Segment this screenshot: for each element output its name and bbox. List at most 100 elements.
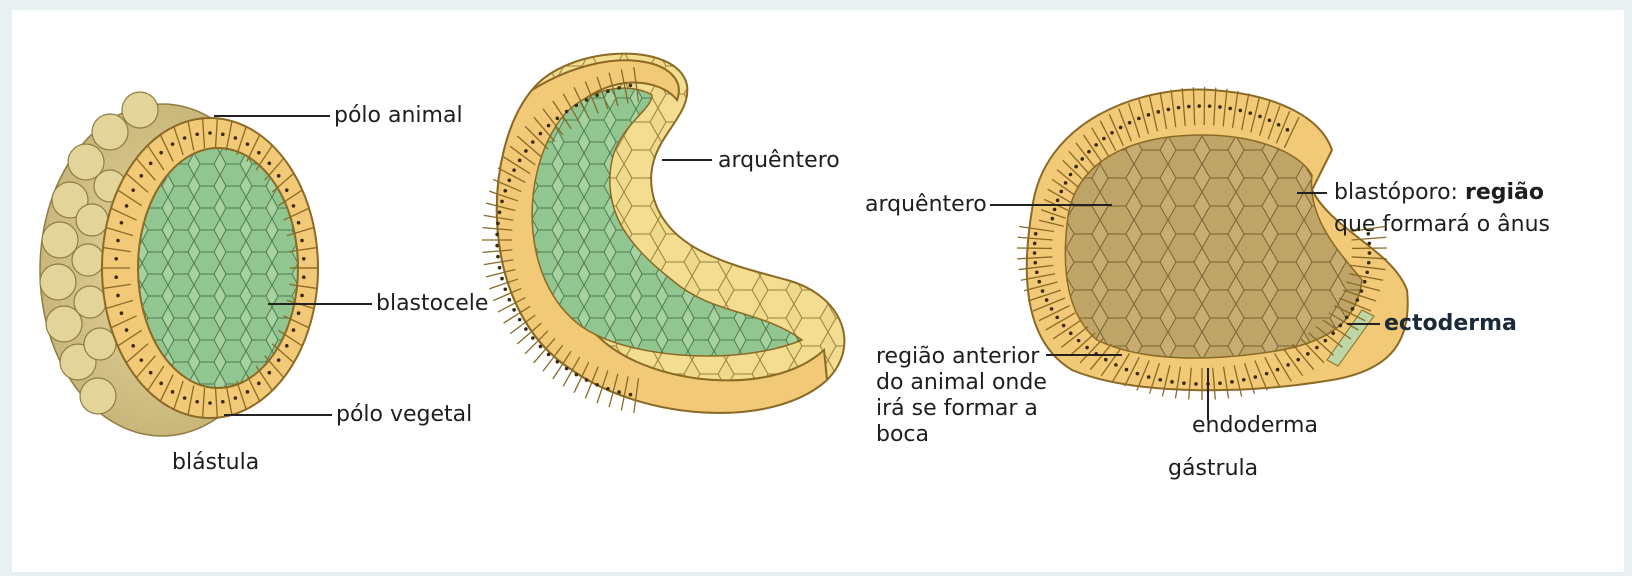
cell-nucleus (268, 161, 272, 165)
cell-nucleus (512, 308, 516, 312)
cell-nucleus (114, 275, 118, 279)
cell-nucleus (585, 98, 589, 102)
cell-nucleus (1158, 378, 1162, 382)
cell-nucleus (617, 86, 621, 90)
cell-nucleus (1365, 270, 1369, 274)
cell-nucleus (606, 89, 610, 93)
cell-nucleus (1137, 117, 1141, 121)
cell-nucleus (1033, 242, 1037, 246)
cell-nucleus (297, 221, 301, 225)
cell-nucleus (518, 159, 522, 163)
cell-nucleus (1064, 181, 1068, 185)
caption-gastrula: gástrula (1168, 456, 1258, 482)
cell-nucleus (1277, 123, 1281, 127)
label-arquentero-gastrula: arquêntero (865, 192, 987, 218)
cell-nucleus (1254, 375, 1258, 379)
cell-nucleus (1094, 143, 1098, 147)
cell-nucleus (1218, 105, 1222, 109)
cell-nucleus (500, 200, 504, 204)
cell-nucleus (1367, 261, 1371, 265)
cell-nucleus (246, 390, 250, 394)
cell-nucleus (539, 345, 543, 349)
label-polo-animal: pólo animal (334, 103, 463, 129)
cell-nucleus (547, 124, 551, 128)
cell-nucleus (503, 287, 507, 291)
cell-nucleus (140, 174, 144, 178)
cell-nucleus (1276, 368, 1280, 372)
cell-nucleus (1197, 104, 1201, 108)
cell-nucleus (221, 132, 225, 136)
cell-nucleus (1239, 109, 1243, 113)
cell-nucleus (277, 358, 281, 362)
cell-nucleus (246, 142, 250, 146)
cell-nucleus (1056, 199, 1060, 203)
cell-nucleus (171, 142, 175, 146)
cell-nucleus (285, 188, 289, 192)
cell-nucleus (1147, 375, 1151, 379)
cell-nucleus (496, 255, 500, 259)
cell-nucleus (575, 373, 579, 377)
caption-blastula: blástula (172, 450, 259, 476)
cell-nucleus (1331, 332, 1335, 336)
cell-nucleus (140, 358, 144, 362)
label-blastoporo-a: blastóporo: (1334, 180, 1465, 205)
label-endoderma: endoderma (1192, 413, 1318, 439)
cell-nucleus (518, 318, 522, 322)
cell-nucleus (1218, 381, 1222, 385)
cell-nucleus (1102, 137, 1106, 141)
cell-nucleus (159, 382, 163, 386)
cell-nucleus (1345, 316, 1349, 320)
label-blastoporo-b: região (1465, 180, 1544, 205)
cell-nucleus (1147, 113, 1151, 117)
cell-nucleus (531, 140, 535, 144)
cell-nucleus (183, 136, 187, 140)
cell-nucleus (277, 174, 281, 178)
blastula-drawing (40, 92, 318, 436)
cell-nucleus (524, 149, 528, 153)
cell-nucleus (1053, 208, 1057, 212)
label-polo-vegetal: pólo vegetal (336, 402, 472, 428)
cell-nucleus (496, 222, 500, 226)
cell-nucleus (1265, 372, 1269, 376)
cell-nucleus (149, 371, 153, 375)
cell-nucleus (1033, 251, 1037, 255)
cell-nucleus (1136, 372, 1140, 376)
cell-nucleus (171, 390, 175, 394)
cell-nucleus (1363, 280, 1367, 284)
cell-nucleus (498, 266, 502, 270)
cell-nucleus (503, 189, 507, 193)
cell-nucleus (1286, 128, 1290, 132)
cell-nucleus (257, 151, 261, 155)
embryo-illustration (12, 10, 1624, 572)
cell-nucleus (116, 239, 120, 243)
label-blastocele: blastocele (376, 291, 488, 317)
cell-nucleus (1339, 324, 1343, 328)
cell-nucleus (1059, 190, 1063, 194)
cell-nucleus (1077, 339, 1081, 343)
cell-nucleus (1182, 381, 1186, 385)
cell-nucleus (159, 151, 163, 155)
cell-nucleus (302, 275, 306, 279)
cell-nucleus (131, 344, 135, 348)
cell-nucleus (617, 390, 621, 394)
cell-nucleus (1324, 339, 1328, 343)
cell-nucleus (1128, 121, 1132, 125)
cell-nucleus (1125, 368, 1129, 372)
cell-nucleus (500, 277, 504, 281)
cell-nucleus (208, 401, 212, 405)
cell-nucleus (1351, 307, 1355, 311)
cell-nucleus (1367, 242, 1371, 246)
label-arquentero-middle: arquêntero (718, 148, 840, 174)
cell-nucleus (1208, 104, 1212, 108)
cell-nucleus (595, 93, 599, 97)
cell-nucleus (257, 382, 261, 386)
cell-nucleus (1080, 157, 1084, 161)
cell-nucleus (120, 311, 124, 315)
cell-nucleus (1050, 307, 1054, 311)
cell-nucleus (575, 104, 579, 108)
cell-nucleus (149, 161, 153, 165)
cell-nucleus (1258, 115, 1262, 119)
cell-nucleus (268, 371, 272, 375)
cell-nucleus (1119, 126, 1123, 130)
cell-nucleus (125, 204, 129, 208)
